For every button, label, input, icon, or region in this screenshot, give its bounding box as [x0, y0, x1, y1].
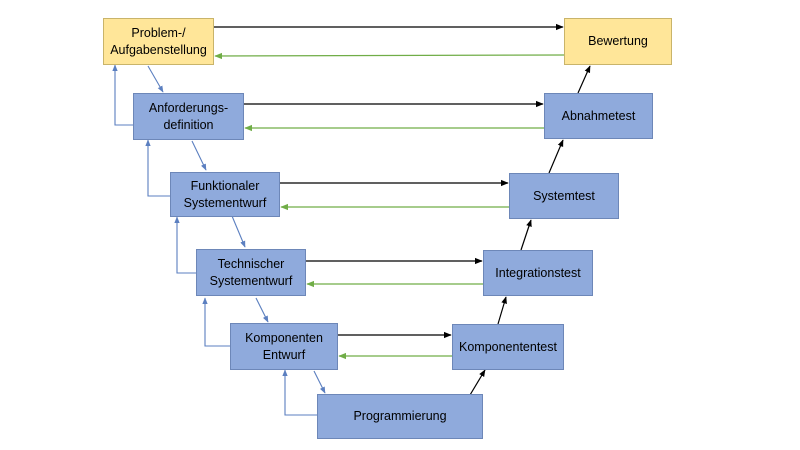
box-anforderung-line2: definition [163, 117, 214, 132]
box-abnahmetest: Abnahmetest [544, 93, 653, 139]
box-systemtest-label: Systemtest [533, 188, 595, 203]
box-abnahmetest-label: Abnahmetest [561, 108, 636, 123]
arrow-funktional-down-to-technisch [231, 215, 246, 248]
box-integrationstest: Integrationstest [483, 250, 593, 296]
box-bewertung: Bewertung [564, 18, 672, 65]
box-funktional-line2: Systementwurf [183, 195, 267, 210]
box-problemstellung: Problem-/ Aufgabenstellung [103, 18, 214, 65]
arrow-systemtest-to-abnahmetest [548, 139, 564, 174]
arrow-programmierung-to-komponententest [469, 369, 486, 396]
box-komponententest: Komponententest [452, 324, 564, 370]
arrow-integrationstest-to-systemtest [520, 219, 532, 251]
arrow-komponententest-to-integrationstest [497, 296, 507, 325]
box-technisch-line2: Systementwurf [209, 273, 293, 288]
box-programmierung-label: Programmierung [353, 409, 447, 424]
box-integrationstest-label: Integrationstest [495, 265, 581, 280]
arrow-anforderung-up-to-problem [112, 64, 133, 126]
arrow-programmierung-up-to-komponenten [282, 369, 317, 416]
arrow-anforderung-down-to-funktional [191, 140, 207, 171]
box-funktional-line1: Funktionaler [190, 178, 260, 193]
box-problemstellung-line1: Problem-/ [131, 25, 186, 40]
box-technisch-line1: Technischer [217, 256, 285, 271]
arrow-komponenten-up-to-technisch [202, 297, 230, 347]
arrow-bewertung-to-problem [214, 52, 565, 60]
arrow-technisch-up-to-funktional [174, 216, 196, 274]
arrow-funktional-up-to-anforderung [145, 139, 170, 197]
box-anforderungsdefinition: Anforderungs-definition [133, 93, 244, 140]
box-komponenten-entwurf-line2: Entwurf [262, 347, 306, 362]
box-komponententest-label: Komponententest [459, 339, 557, 354]
box-systemtest: Systemtest [509, 173, 619, 219]
box-programmierung: Programmierung [317, 394, 483, 439]
arrow-abnahmetest-to-bewertung [577, 65, 591, 94]
arrow-technisch-down-to-komponenten [255, 297, 269, 323]
box-bewertung-label: Bewertung [588, 34, 648, 49]
box-komponenten-entwurf-line1: Komponenten [245, 330, 323, 345]
box-anforderung-line1: Anforderungs- [148, 100, 229, 115]
box-problemstellung-line2: Aufgabenstellung [110, 42, 207, 57]
arrow-komponenten-down-to-programmierung [313, 370, 326, 394]
arrow-problem-down-to-anforderung [147, 65, 164, 93]
